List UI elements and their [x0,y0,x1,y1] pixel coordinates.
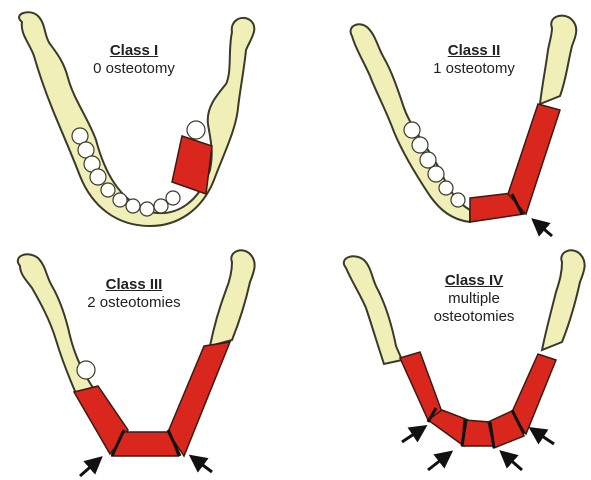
class-description: multiple [374,290,574,308]
arrow-icon [80,462,96,476]
class-description: osteotomies [374,308,574,326]
fibula-graft-right [168,342,230,456]
fibula-graft-segment [172,136,212,194]
arrow-icon [506,456,522,470]
class-description: 2 osteotomies [34,294,234,312]
panel-title-3: Class III 2 osteotomies [34,276,234,312]
class-label: Class IV [374,272,574,290]
class-label: Class III [34,276,234,294]
arrow-icon [428,456,446,470]
arrow-icon [538,224,552,236]
fibula-graft-vertical [508,104,560,214]
class-description: 0 osteotomy [34,60,234,78]
arrow-icon [196,460,212,472]
tooth [77,361,95,379]
class-label: Class I [34,42,234,60]
class-label: Class II [374,42,574,60]
panel-title-4: Class IV multiple osteotomies [374,272,574,326]
panel-title-2: Class II 1 osteotomy [374,42,574,78]
arrow-icon [536,432,554,444]
panel-title-1: Class I 0 osteotomy [34,42,234,78]
class-description: 1 osteotomy [374,60,574,78]
arrow-icon [402,430,420,442]
